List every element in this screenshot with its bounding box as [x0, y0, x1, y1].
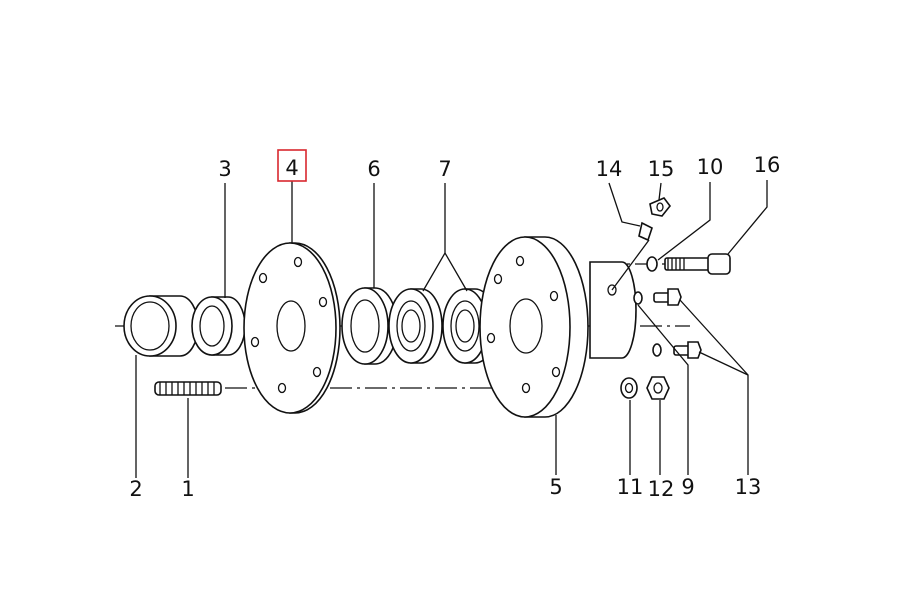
label-part-9: 9 [681, 475, 694, 499]
part-2-sleeve [123, 295, 199, 357]
label-part-14: 14 [596, 157, 623, 181]
selected-part-highlight-box [277, 149, 307, 182]
label-part-2: 2 [129, 477, 142, 501]
label-part-3: 3 [218, 157, 231, 181]
label-part-13: 13 [735, 475, 762, 499]
label-part-11: 11 [617, 475, 644, 499]
part-9-washer-lower [652, 343, 662, 357]
part-12-hex-nut [646, 376, 670, 400]
label-part-10: 10 [697, 155, 724, 179]
label-part-4: 4 [285, 156, 298, 180]
label-part-7: 7 [438, 157, 451, 181]
part-13-set-screw-lower [673, 341, 702, 359]
part-16-bolt [664, 253, 731, 275]
label-part-12: 12 [648, 477, 675, 501]
label-part-1: 1 [181, 477, 194, 501]
label-part-16: 16 [754, 153, 781, 177]
label-part-6: 6 [367, 157, 380, 181]
leader-lines [135, 180, 768, 478]
label-part-15: 15 [648, 157, 675, 181]
part-9-washer-upper [633, 291, 643, 305]
part-13-set-screw-upper [653, 288, 682, 306]
part-4-flange-plate [243, 242, 341, 414]
part-3-bushing [191, 296, 246, 356]
part-6-bearing-ring [341, 287, 398, 365]
part-11-washer [620, 377, 638, 399]
label-part-5: 5 [549, 475, 562, 499]
part-10-washer [646, 256, 658, 272]
part-1-threaded-rod [154, 381, 222, 396]
part-5-hub-body [479, 236, 637, 418]
part-7-bearing-a [388, 288, 443, 364]
part-14-15-grease-fitting [638, 197, 672, 242]
